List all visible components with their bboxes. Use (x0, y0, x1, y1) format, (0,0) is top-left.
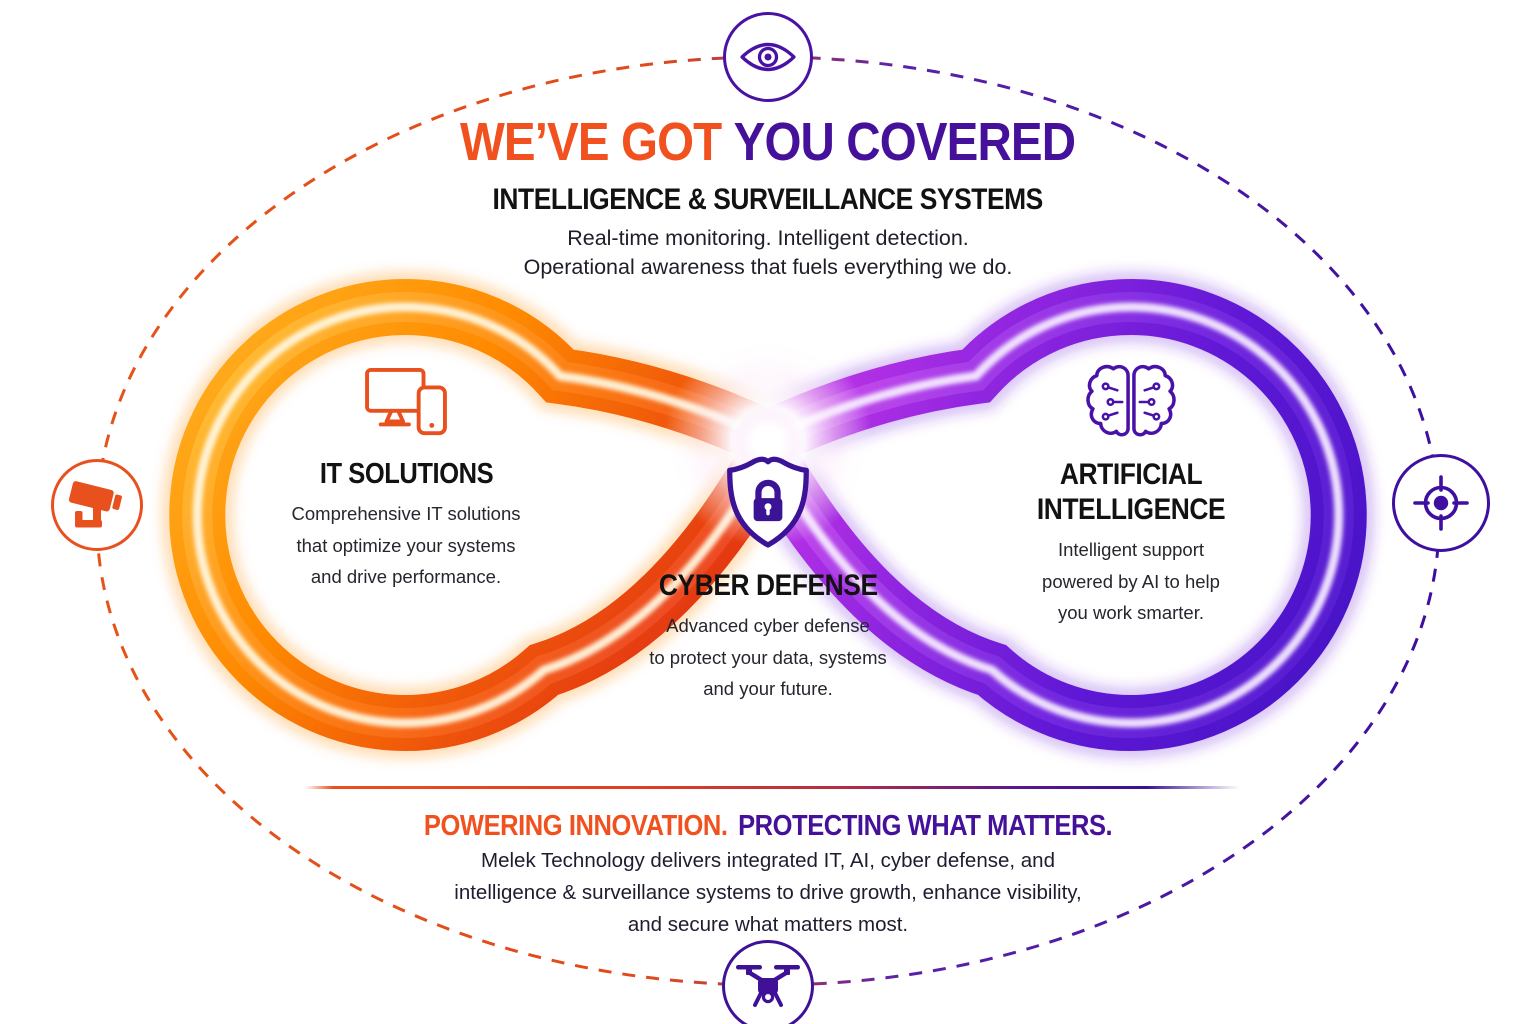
footer-heading-orange: POWERING INNOVATION. (423, 810, 728, 842)
brain-icon (961, 360, 1301, 449)
footer-line: and secure what matters most. (627, 913, 909, 936)
target-icon (1392, 454, 1490, 552)
section-it-solutions: IT SOLUTIONS Comprehensive IT solutions … (236, 366, 576, 593)
tagline-line: Operational awareness that fuels everyth… (523, 255, 1013, 279)
gradient-divider-line (305, 786, 1240, 790)
section-cyber-defense: CYBER DEFENSE Advanced cyber defense to … (588, 452, 948, 705)
page-subtitle: INTELLIGENCE & SURVEILLANCE SYSTEMS (492, 183, 1044, 216)
footer-paragraph: Melek Technology delivers integrated IT,… (0, 845, 1536, 941)
section-title: CYBER DEFENSE (658, 569, 878, 602)
cctv-camera-icon (51, 459, 143, 551)
footer-line: intelligence & surveillance systems to d… (454, 881, 1082, 904)
shield-lock-icon (588, 452, 948, 555)
drone-icon (722, 940, 814, 1024)
section-artificial-intelligence: ARTIFICIAL INTELLIGENCE Intelligent supp… (961, 360, 1301, 629)
footer-line: Melek Technology delivers integrated IT,… (481, 849, 1055, 872)
section-title: IT SOLUTIONS (319, 458, 493, 490)
monitor-devices-icon (236, 366, 576, 445)
infinity-loop-orange (161, 271, 811, 759)
footer-heading: POWERING INNOVATION. PROTECTING WHAT MATT… (0, 810, 1536, 843)
title-orange: WE’VE GOT (460, 112, 722, 172)
section-title: ARTIFICIAL INTELLIGENCE (1036, 458, 1226, 526)
section-body: Advanced cyber defense to protect your d… (649, 615, 887, 699)
title-purple: YOU COVERED (734, 112, 1076, 172)
footer-heading-purple: PROTECTING WHAT MATTERS. (738, 810, 1113, 842)
section-body: Intelligent support powered by AI to hel… (1042, 539, 1220, 623)
infinity-loop-purple (725, 271, 1375, 759)
page-tagline: Real-time monitoring. Intelligent detect… (0, 224, 1536, 282)
eye-icon (723, 12, 813, 102)
section-body: Comprehensive IT solutions that optimize… (291, 503, 521, 587)
tagline-line: Real-time monitoring. Intelligent detect… (567, 226, 969, 250)
